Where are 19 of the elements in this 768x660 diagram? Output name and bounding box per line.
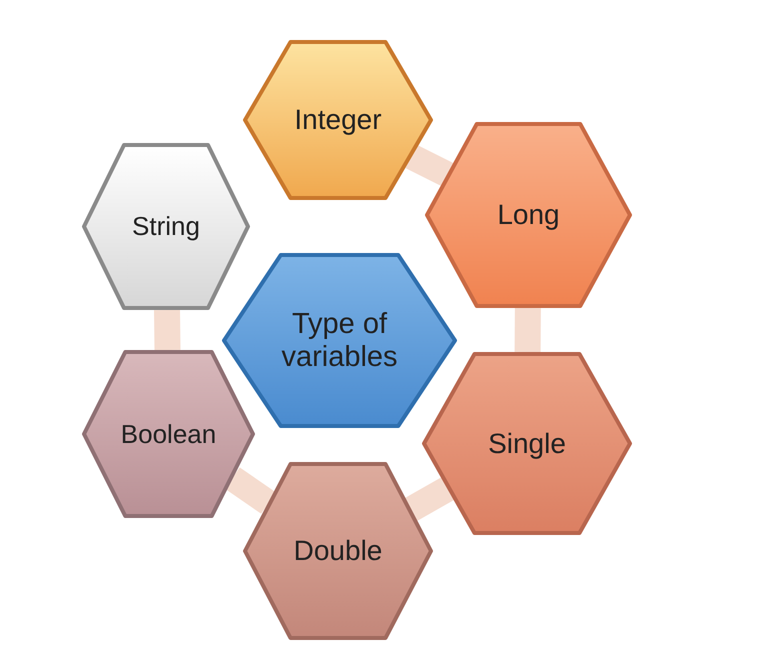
node-label: Long (497, 199, 560, 231)
connector (405, 144, 454, 186)
connector (224, 467, 276, 514)
hexagon-node (82, 143, 250, 310)
node-label: Integer (294, 104, 382, 136)
node-label: Double (294, 535, 382, 567)
hexagon-node (82, 350, 255, 518)
hexagon-node (425, 122, 632, 308)
hexagon-node (243, 40, 433, 200)
node-label: Single (488, 428, 566, 460)
hexagon-node (422, 352, 632, 535)
hexagon-node (243, 462, 433, 640)
connector (404, 477, 454, 521)
hexagon-node (222, 253, 457, 428)
node-label: String (132, 211, 200, 242)
node-label: Boolean (120, 418, 216, 450)
connector (154, 310, 180, 350)
node-label: Type of variables (280, 308, 399, 374)
connector (514, 308, 541, 352)
